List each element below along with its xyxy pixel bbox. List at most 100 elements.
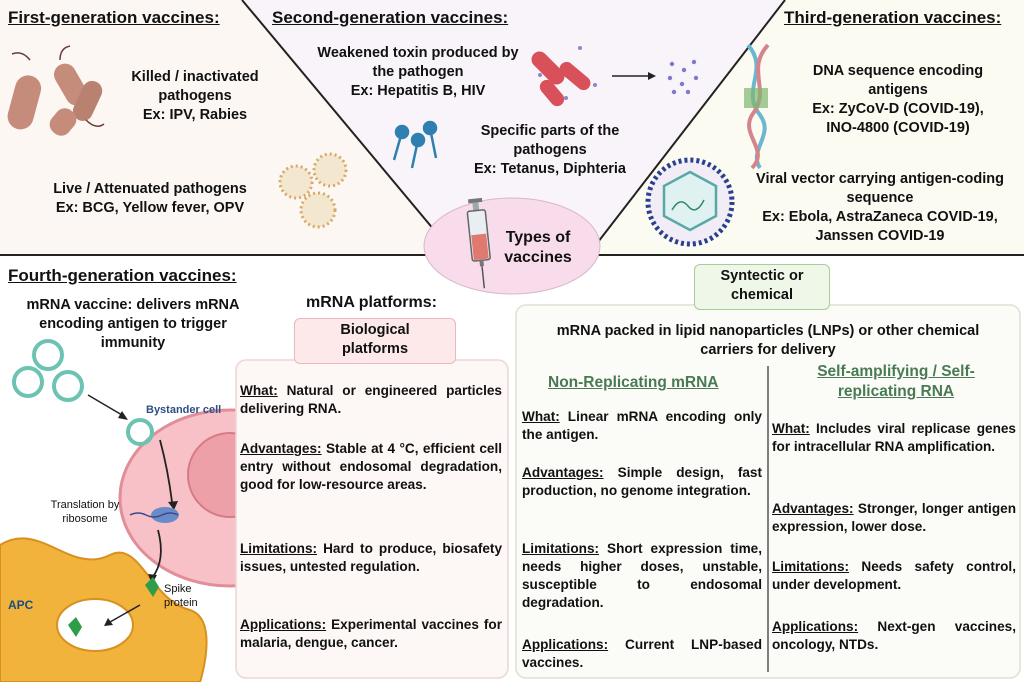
selfamp-title-line1: Self-amplifying / Self- [817,363,975,380]
spike-label-line1: Spike [164,583,192,595]
viral-vector-icon [645,157,735,247]
presentation-arrow [109,604,141,623]
toxin-line3: Ex: Hepatitis B, HIV [350,83,486,99]
selfamp-advantages: Advantages: Stronger, longer antigen exp… [772,500,1016,536]
first-gen-panel [0,0,455,255]
killed-line3: Ex: IPV, Rabies [142,107,248,123]
bio-adv-label: Advantages: [240,441,322,456]
non-replicating-title: Non-Replicating mRNA [548,374,719,391]
dna-line2: antigens [868,82,928,98]
nonrep-lim-text: Short expression time, needs higher dose… [522,541,762,610]
ribosome-icon [129,507,179,523]
translation-label-line2: ribosome [62,513,108,525]
nonrep-adv-text: Simple design, fast production, no genom… [522,465,762,498]
dna-line4: INO-4800 (COVID-19) [826,120,970,136]
fourth-gen-header: Fourth-generation vaccines: [8,266,237,285]
syn-tag-line1: Syntectic or [720,268,804,284]
selfamp-app-label: Applications: [772,619,859,634]
apc-label: APC [8,598,34,612]
selfamp-title-line2: replicating RNA [837,383,955,400]
killed-line2: pathogens [158,88,232,104]
viral-vector-text: Viral vector carrying antigen-coding seq… [740,170,1020,246]
pathogen-parts-icon [392,120,438,169]
bio-app-label: Applications: [240,617,327,632]
toxin-pathogen-icon [531,46,597,107]
parts-line1: Specific parts of the [480,123,620,139]
parts-line2: pathogens [513,142,587,158]
syn-tag-line2: chemical [730,287,794,303]
second-gen-header: Second-generation vaccines: [272,8,509,27]
nonrep-what: What: Linear mRNA encoding only the anti… [522,408,762,444]
killed-pathogens-text: Killed / inactivated pathogens Ex: IPV, … [105,68,285,125]
live-line1: Live / Attenuated pathogens [53,181,247,197]
synthetic-intro: mRNA packed in lipid nanoparticles (LNPs… [520,322,1016,360]
selfamp-adv-label: Advantages: [772,501,854,516]
live-pathogens-text: Live / Attenuated pathogens Ex: BCG, Yel… [30,180,270,218]
dna-line3: Ex: ZyCoV-D (COVID-19), [812,101,984,117]
parts-text: Specific parts of the pathogens Ex: Teta… [450,122,650,179]
viral-line3: Ex: Ebola, AstraZaneca COVID-19, [762,209,998,225]
attenuated-virus-icon [278,152,348,229]
apc-vesicle-icon [56,598,134,652]
nonrep-limitations: Limitations: Short expression time, need… [522,540,762,612]
viral-line2: sequence [846,190,914,206]
toxin-line2: the pathogen [372,64,464,80]
second-gen-panel [242,0,785,255]
synthetic-chemical-tag: Syntectic or chemical [694,264,830,310]
nonrep-what-label: What: [522,409,560,424]
spike-label-line2: protein [164,597,198,609]
mrna-desc-line3: immunity [100,335,166,351]
biological-platforms-tag: Biological platforms [294,318,456,364]
nonrep-what-text: Linear mRNA encoding only the antigen. [522,409,762,442]
syringe-icon [466,197,491,289]
nonrep-app-label: Applications: [522,637,609,652]
mrna-desc-line1: mRNA vaccine: delivers mRNA [26,297,240,313]
nonrep-applications: Applications: Current LNP-based vaccines… [522,636,762,672]
bio-limitations: Limitations: Hard to produce, biosafety … [240,540,502,576]
bio-tag-line1: Biological [340,322,410,338]
selfamp-lim-label: Limitations: [772,559,850,574]
selfamp-limitations: Limitations: Needs safety control, under… [772,558,1016,594]
nonrep-adv-label: Advantages: [522,465,604,480]
killed-pathogen-icon [7,45,105,136]
endocytosed-particle-icon [126,418,154,446]
spike-label: Spike protein [164,582,198,610]
nonrep-app-text: Current LNP-based vaccines. [522,637,763,670]
divider-line-right [587,0,786,256]
nonrep-advantages: Advantages: Simple design, fast producti… [522,464,762,500]
uptake-arrow [87,394,123,416]
nonrep-lim-label: Limitations: [522,541,600,556]
toxin-text: Weakened toxin produced by the pathogen … [300,44,536,101]
translation-label-line1: Translation by [50,499,120,511]
selfamp-applications: Applications: Next-gen vaccines, oncolog… [772,618,1016,654]
bio-applications: Applications: Experimental vaccines for … [240,616,502,652]
dna-icon [744,43,770,170]
selfamp-app-text: Next-gen vaccines, oncology, NTDs. [772,619,1017,652]
bio-what-label: What: [240,383,278,398]
live-line2: Ex: BCG, Yellow fever, OPV [55,200,245,216]
viral-line4: Janssen COVID-19 [815,228,945,244]
divider-line-left [241,0,456,256]
dna-text: DNA sequence encoding antigens Ex: ZyCoV… [778,62,1018,138]
toxin-line1: Weakened toxin produced by [317,45,519,61]
bio-lim-label: Limitations: [240,541,318,556]
first-gen-header: First-generation vaccines: [8,8,220,27]
uptake-arrowhead [118,411,128,420]
bio-advantages: Advantages: Stable at 4 °C, efficient ce… [240,440,502,494]
selfamp-what: What: Includes viral replicase genes for… [772,420,1016,456]
mrna-desc-line2: encoding antigen to trigger [39,316,227,332]
killed-line1: Killed / inactivated [131,69,259,85]
selfamp-lim-text: Needs safety control, under development. [772,559,1016,592]
translation-label: Translation by ribosome [40,498,130,526]
mrna-description: mRNA vaccine: delivers mRNA encoding ant… [8,296,258,353]
bio-lim-text: Hard to produce, biosafety issues, untes… [240,541,503,574]
toxin-arrowhead [648,72,656,80]
bio-tag-line2: platforms [341,341,409,357]
spike-protein-icon [145,577,159,597]
syn-intro-line1: mRNA packed in lipid nanoparticles (LNPs… [556,323,980,339]
third-gen-header: Third-generation vaccines: [784,8,1002,27]
toxin-dots-icon [667,59,699,95]
bio-what: What: Natural or engineered particles de… [240,382,502,418]
viral-line1: Viral vector carrying antigen-coding [756,171,1004,187]
selfamp-what-label: What: [772,421,810,436]
